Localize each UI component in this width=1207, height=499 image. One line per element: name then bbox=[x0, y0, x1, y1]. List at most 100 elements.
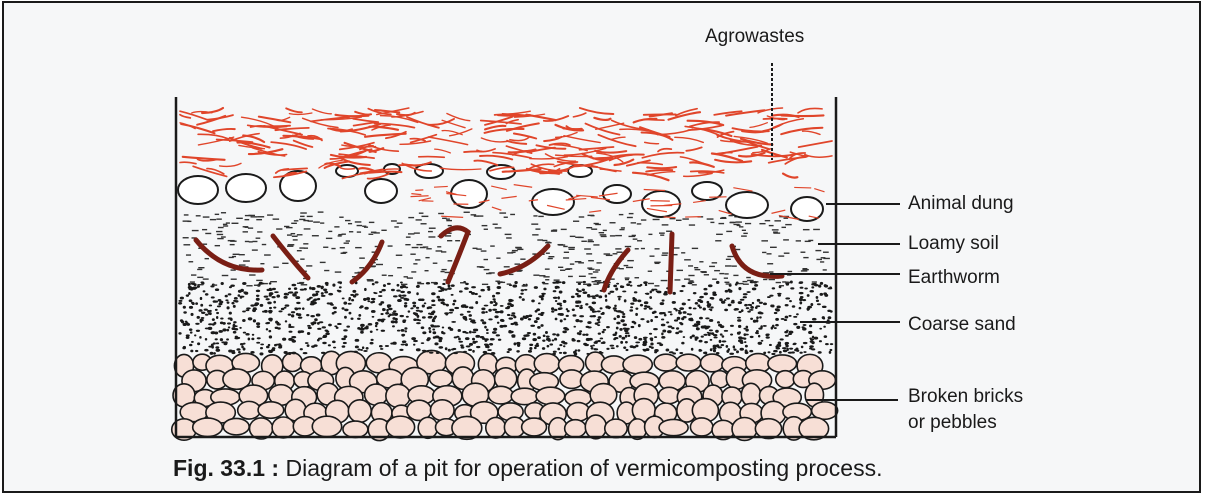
sand-grain bbox=[579, 320, 583, 322]
sand-grain bbox=[351, 318, 354, 320]
sand-grain bbox=[733, 349, 736, 351]
sand-grain bbox=[324, 291, 328, 293]
sand-grain bbox=[557, 281, 562, 283]
sand-grain bbox=[552, 282, 556, 284]
sand-grain bbox=[687, 313, 690, 315]
figure-caption-text: Diagram of a pit for operation of vermic… bbox=[279, 455, 882, 481]
sand-grain bbox=[205, 293, 209, 296]
brick-pebble bbox=[605, 419, 627, 438]
sand-grain bbox=[625, 341, 628, 343]
earthworm bbox=[273, 236, 308, 278]
sand-grain bbox=[337, 281, 342, 283]
brick-pebble bbox=[654, 354, 678, 371]
brick-pebble bbox=[430, 400, 454, 421]
sand-grain bbox=[792, 305, 796, 308]
sand-grain bbox=[592, 302, 596, 305]
sand-grain bbox=[794, 343, 796, 345]
sand-grain bbox=[243, 332, 246, 334]
sand-grain bbox=[756, 305, 760, 307]
sand-grain bbox=[710, 348, 713, 351]
sand-grain bbox=[505, 307, 510, 309]
sand-grain bbox=[332, 284, 335, 287]
agrowaste-fibre bbox=[537, 145, 566, 148]
sand-grain bbox=[471, 286, 476, 288]
sand-grain bbox=[431, 299, 435, 302]
sand-grain bbox=[399, 349, 403, 351]
sand-grain bbox=[447, 287, 452, 289]
sand-grain bbox=[562, 281, 566, 284]
sand-grain bbox=[516, 350, 520, 352]
sand-grain bbox=[635, 307, 638, 309]
sand-grain bbox=[801, 346, 804, 349]
sand-grain bbox=[426, 282, 430, 285]
sand-grain bbox=[311, 323, 314, 326]
sand-grain bbox=[763, 352, 766, 354]
sand-grain bbox=[411, 337, 416, 340]
sand-grain bbox=[422, 350, 427, 352]
sand-grain bbox=[758, 335, 760, 338]
sand-grain bbox=[545, 331, 548, 334]
sand-grain bbox=[252, 334, 255, 336]
sand-grain bbox=[722, 335, 725, 338]
sand-grain bbox=[253, 308, 257, 310]
sand-grain bbox=[205, 314, 209, 316]
sand-grain bbox=[605, 299, 607, 302]
brick-pebble bbox=[343, 421, 368, 437]
sand-grain bbox=[820, 293, 824, 296]
sand-grain bbox=[824, 284, 827, 287]
agrowaste-fibre bbox=[180, 162, 196, 164]
sand-grain bbox=[370, 342, 374, 345]
sand-grain bbox=[790, 287, 794, 289]
brick-pebble bbox=[585, 415, 606, 439]
sand-grain bbox=[752, 287, 757, 290]
sand-grain bbox=[824, 335, 828, 338]
sand-grain bbox=[788, 315, 791, 317]
sand-grain bbox=[643, 337, 648, 339]
sand-grain bbox=[339, 286, 342, 288]
sand-grain bbox=[282, 338, 286, 341]
sand-grain bbox=[302, 307, 304, 310]
sand-grain bbox=[343, 329, 348, 331]
sand-grain bbox=[333, 347, 336, 349]
sand-grain bbox=[637, 299, 641, 302]
sand-grain bbox=[189, 344, 192, 347]
agrowaste-fibre bbox=[312, 109, 331, 114]
sand-grain bbox=[272, 288, 276, 290]
sand-grain bbox=[250, 351, 254, 354]
brick-pebble bbox=[238, 401, 261, 419]
sand-grain bbox=[289, 331, 293, 333]
sand-grain bbox=[703, 288, 707, 291]
sand-grain bbox=[620, 341, 623, 344]
sand-grain bbox=[210, 352, 214, 355]
sand-grain bbox=[598, 340, 601, 342]
sand-grain bbox=[809, 345, 814, 348]
sand-grain bbox=[819, 340, 822, 342]
agrowaste-fibre bbox=[783, 174, 797, 178]
brick-pebble bbox=[755, 419, 781, 439]
sand-grain bbox=[260, 343, 264, 345]
sand-grain bbox=[615, 287, 618, 290]
sand-grain bbox=[666, 321, 669, 323]
sand-grain bbox=[553, 351, 557, 353]
sand-grain bbox=[445, 347, 448, 350]
sand-grain bbox=[364, 307, 368, 310]
sand-grain bbox=[592, 311, 597, 313]
sand-grain bbox=[231, 327, 235, 330]
sand-grain bbox=[442, 327, 444, 329]
sand-grain bbox=[178, 332, 181, 335]
sand-grain bbox=[817, 303, 821, 305]
sand-grain bbox=[484, 344, 487, 346]
sand-grain bbox=[416, 310, 420, 312]
sand-grain bbox=[475, 329, 478, 332]
agrowaste-fibre bbox=[693, 201, 706, 203]
sand-grain bbox=[789, 331, 794, 334]
brick-pebble bbox=[534, 354, 559, 374]
sand-grain bbox=[488, 318, 492, 320]
sand-grain bbox=[285, 304, 290, 306]
sand-grain bbox=[413, 312, 416, 314]
sand-grain bbox=[492, 331, 497, 334]
sand-grain bbox=[796, 349, 799, 352]
sand-grain bbox=[440, 302, 444, 304]
sand-grain bbox=[459, 290, 463, 292]
sand-grain bbox=[235, 300, 239, 302]
